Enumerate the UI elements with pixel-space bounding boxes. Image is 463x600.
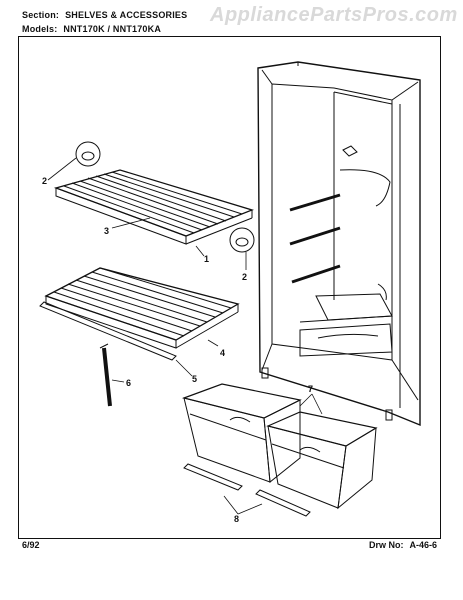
callout-6: 6 [126, 378, 131, 388]
callout-3: 3 [104, 226, 109, 236]
watermark-text: AppliancePartsPros.com [210, 4, 458, 26]
diagram-frame [18, 36, 441, 539]
shelf-end-cap-detail [75, 141, 255, 253]
leader-lines [47, 157, 323, 515]
drawing-number-label: Drw No: [368, 540, 404, 550]
callout-7: 7 [308, 384, 313, 394]
crisper-pan-right [266, 411, 378, 510]
lower-wire-shelf [39, 267, 240, 361]
section-label: Section: [22, 10, 60, 20]
callout-5: 5 [192, 374, 197, 384]
section-value: SHELVES & ACCESSORIES [65, 10, 188, 20]
models-line: Models: NNT170K / NNT170KA [22, 24, 161, 34]
models-label: Models: [22, 24, 58, 34]
drawing-number-value: A-46-6 [409, 540, 437, 550]
callout-2-lower: 2 [242, 272, 247, 282]
crisper-pan-left [181, 383, 302, 483]
upper-wire-shelf [53, 169, 254, 245]
crisper-rails [183, 463, 311, 517]
callout-8: 8 [234, 514, 239, 524]
callout-2-upper: 2 [42, 176, 47, 186]
footer-date: 6/92 [22, 540, 40, 550]
callout-4: 4 [220, 348, 225, 358]
models-value: NNT170K / NNT170KA [63, 24, 162, 34]
refrigerator-cabinet [257, 61, 421, 427]
footer-drawing-number: Drw No: A-46-6 [363, 540, 437, 550]
rod-part [99, 343, 112, 407]
section-line: Section: SHELVES & ACCESSORIES [22, 10, 187, 20]
callout-1: 1 [204, 254, 209, 264]
